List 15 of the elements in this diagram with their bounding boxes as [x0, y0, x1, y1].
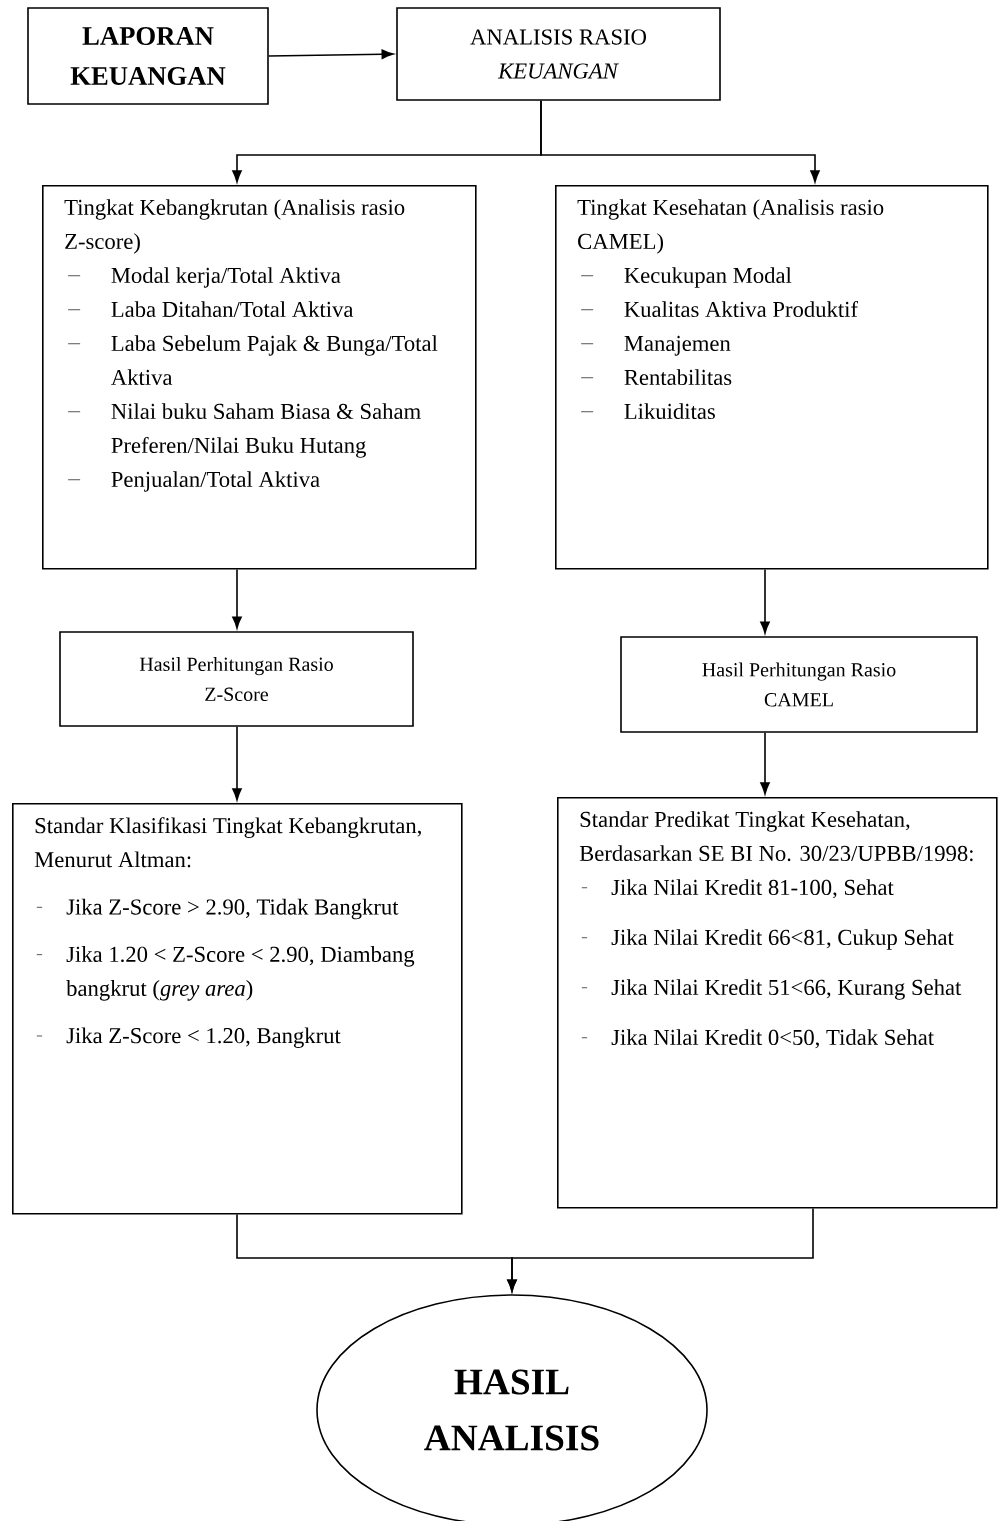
- criteria-box: Tingkat Kesehatan (Analisis rasio CAMEL) Kecukupan Modal Kualitas Aktiva Produktif Manajemen Rentabilitas Likuiditas: [555, 185, 989, 570]
- criteria-box: Standar Predikat Tingkat Kesehatan, Berdasarkan SE BI No. 30/23/UPBB/1998: Jika Nilai Kredit 81-100, Sehat Jika Nilai Kredit 66<81, Cukup Sehat Jika Nilai Kredit 51<66, Kurang Sehat Jika Nilai Kredit 0<50, Tidak Sehat: [557, 797, 998, 1209]
- criteria-box: Tingkat Kebangkrutan (Analisis rasio Z-score) Modal kerja/Total Aktiva Laba Ditahan/Total Aktiva Laba Sebelum Pajak & Bunga/Total Aktiva Nilai buku Saham Biasa & Saham Preferen/Nilai Buku Hutang Penjualan/Total Aktiva: [42, 185, 477, 570]
- process-box: LAPORAN KEUANGAN: [27, 7, 269, 105]
- result-box: Hasil Perhitungan Rasio Z-Score: [59, 631, 414, 727]
- arrow: [268, 49, 394, 59]
- arrow: [232, 726, 242, 801]
- arrow: [540, 100, 820, 183]
- arrow: [760, 732, 770, 795]
- result-box: Hasil Perhitungan Rasio CAMEL: [620, 636, 978, 733]
- arrow: [760, 568, 770, 634]
- criteria-box: Standar Klasifikasi Tingkat Kebangkrutan, Menurut Altman: Jika Z-Score > 2.90, Tidak Bangkrut Jika 1.20 < Z-Score < 2.90, Diambang bangkrut (grey area) Jika Z-Score < 1.20, Bangkrut: [12, 803, 463, 1215]
- arrow: [232, 568, 242, 629]
- arrow: [507, 1207, 814, 1292]
- process-box: ANALISIS RASIO KEUANGAN: [396, 7, 721, 101]
